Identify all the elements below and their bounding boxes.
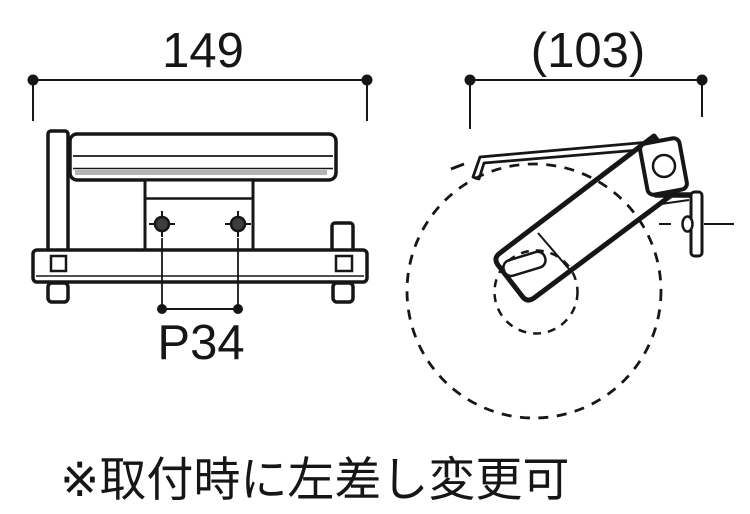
front-mount-plate <box>143 178 255 252</box>
front-bottom-rail <box>31 248 369 284</box>
shelf-bar-shadow <box>75 170 327 175</box>
front-view: 149 <box>27 24 373 370</box>
side-depth-dimension: (103) <box>464 24 708 129</box>
side-view: (103) <box>405 24 734 420</box>
bottom-rail-body <box>31 248 369 284</box>
spindle-group <box>502 250 547 278</box>
spindle-end <box>502 250 547 278</box>
rail-notch-right <box>334 254 354 273</box>
hole-pitch-label: P34 <box>157 316 244 370</box>
dim-dot-103-left <box>464 74 476 86</box>
hole-pitch-dimension: P34 <box>157 238 245 370</box>
dim-dot-p34-right <box>233 304 243 314</box>
paper-roll-outline <box>405 162 663 420</box>
paper-roll-core <box>493 249 579 335</box>
wall-bracket <box>653 190 734 258</box>
front-left-post <box>46 129 70 253</box>
front-right-post <box>330 221 355 253</box>
arm-end-seam <box>537 232 570 270</box>
front-width-dimension: 149 <box>27 24 373 121</box>
screw-left-head <box>153 215 171 233</box>
bracket-screw-head <box>681 215 694 233</box>
pivot-hole <box>651 153 677 179</box>
screw-hole-left <box>149 211 175 237</box>
dim-dot-149-right <box>361 74 373 86</box>
front-foot-right <box>331 281 355 304</box>
dim-dot-149-left <box>27 74 39 86</box>
dim-dot-103-right <box>696 74 708 86</box>
flap-far-edge-tip <box>450 162 465 171</box>
rail-notch-left <box>49 254 68 273</box>
installation-note: ※取付時に左差し変更可 <box>60 453 569 506</box>
screw-right-head <box>229 215 247 233</box>
screw-hole-right <box>225 211 251 237</box>
bracket-flange-edge <box>660 199 690 205</box>
front-shelf-bar <box>68 132 338 182</box>
front-foot-left <box>46 281 70 304</box>
depth-dim-label: (103) <box>531 24 645 78</box>
width-dim-label: 149 <box>162 24 244 78</box>
dim-dot-p34-left <box>157 304 167 314</box>
